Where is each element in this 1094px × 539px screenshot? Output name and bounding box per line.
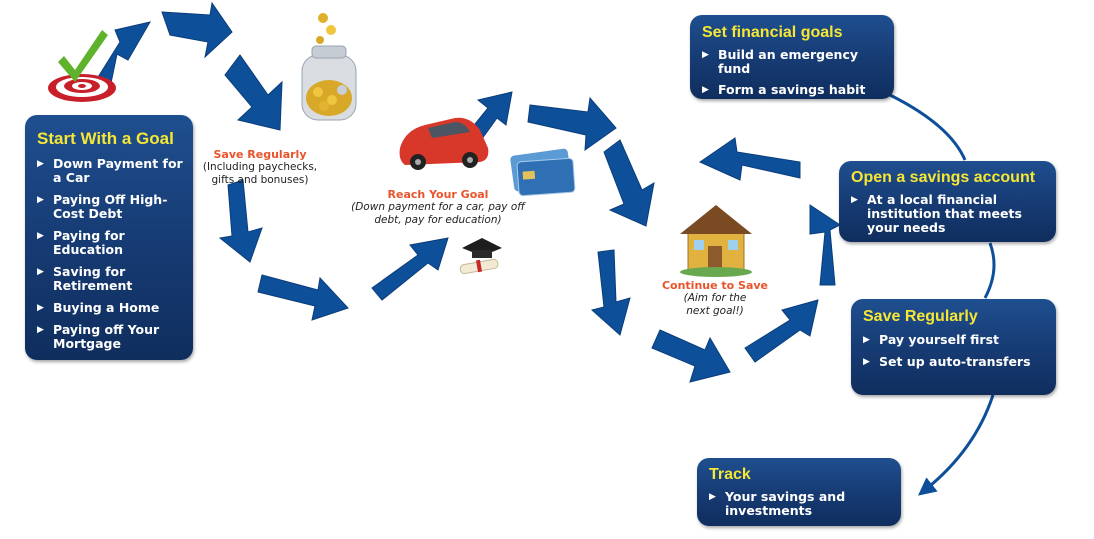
reach-goal-caption-line1: (Down payment for a car, pay off [351,201,525,213]
start-goal-item: Paying Off High-Cost Debt [37,193,183,221]
save-regularly-caption: Save Regularly (Including paychecks, gif… [200,148,320,187]
connector-save-to-track [917,394,995,496]
reach-goal-caption-title: Reach Your Goal [387,188,489,201]
track-title: Track [709,466,751,483]
save-regularly-list: Pay yourself first Set up auto-transfers [863,333,1046,370]
start-goal-item: Buying a Home [37,301,183,316]
start-goal-item: Down Payment for a Car [37,157,183,185]
house-icon [680,205,752,277]
continue-caption: Continue to Save (Aim for the next goal!… [660,279,770,318]
arrow-3 [224,54,283,131]
save-regularly-box: Save Regularly Pay yourself first Set up… [851,299,1056,395]
start-goal-item: Paying off Your Mortgage [37,323,183,351]
set-goals-box: Set financial goals Build an emergency f… [690,15,894,99]
save-regularly-item: Pay yourself first [863,333,1046,348]
car-icon [399,117,489,170]
arrow-10 [590,249,631,336]
save-regularly-caption-line2: gifts and bonuses) [211,174,309,186]
arrow-6 [371,237,449,301]
start-goal-item: Saving for Retirement [37,265,183,293]
continue-caption-line2: next goal!) [686,305,744,317]
graduation-icon [459,238,502,275]
open-account-box: Open a savings account At a local financ… [839,161,1056,242]
set-goals-item: Form a savings habit [702,83,884,98]
save-regularly-caption-line1: (Including paychecks, [202,161,318,173]
coin-jar-icon [301,13,357,121]
arrow-2 [161,1,233,59]
track-item: Your savings and investments [709,490,865,518]
start-goal-box: Start With a Goal Down Payment for a Car… [25,115,193,360]
arrow-8 [527,96,617,152]
arrow-12 [744,299,819,363]
continue-caption-title: Continue to Save [661,279,769,292]
open-account-title: Open a savings account [851,169,1036,186]
arrow-13 [809,204,841,286]
save-regularly-title: Save Regularly [863,308,978,325]
start-goal-list: Down Payment for a CarPaying Off High-Co… [37,157,183,351]
credit-card-icon [510,148,576,197]
connector-account-to-save [983,242,996,299]
start-goal-item: Paying for Education [37,229,183,257]
set-goals-item: Build an emergency fund [702,48,884,76]
save-regularly-item: Set up auto-transfers [863,355,1046,370]
track-list: Your savings and investments [709,490,891,518]
reach-goal-caption-line2: debt, pay for education) [374,214,502,226]
arrow-9 [603,139,655,227]
arrow-14 [698,137,801,181]
arrow-11 [651,329,731,383]
arrow-5 [257,274,349,321]
arrow-4 [218,179,263,263]
target-icon [48,30,116,102]
set-goals-list: Build an emergency fund Form a savings h… [702,48,884,98]
continue-caption-line1: (Aim for the [683,292,747,304]
track-box: Track Your savings and investments [697,458,901,526]
save-regularly-caption-title: Save Regularly [213,148,307,161]
open-account-item: At a local financial institution that me… [851,193,1046,235]
connector-goals-to-account [889,93,967,161]
set-goals-title: Set financial goals [702,24,843,41]
reach-goal-caption: Reach Your Goal (Down payment for a car,… [348,188,528,227]
open-account-list: At a local financial institution that me… [851,193,1046,235]
start-goal-title: Start With a Goal [37,129,174,148]
